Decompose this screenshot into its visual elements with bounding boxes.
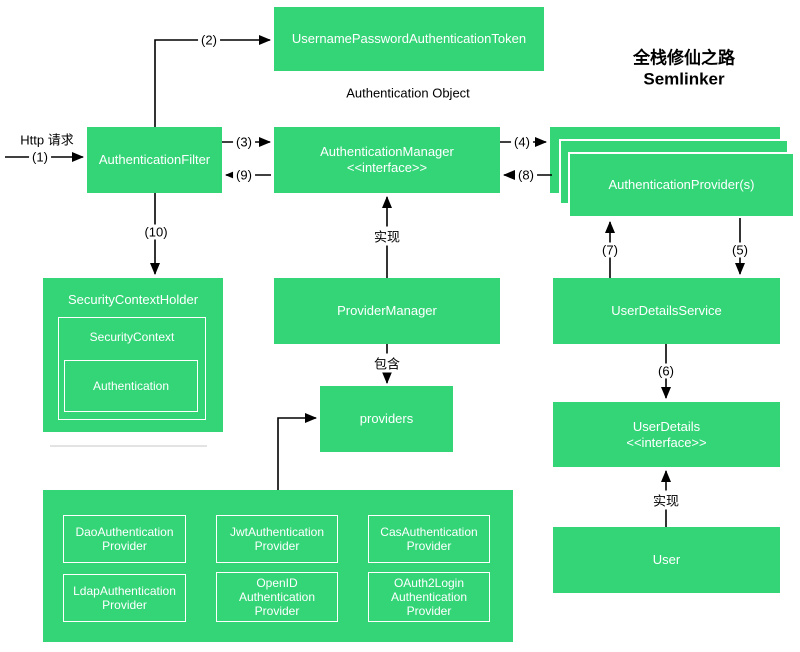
step-6-label: (6) [655, 363, 677, 379]
box-label: JwtAuthentication Provider [229, 525, 325, 553]
arrow-providers-elbow [277, 413, 317, 490]
box-label: ProviderManager [337, 303, 437, 318]
box-providers: providers [320, 386, 453, 452]
step-8-label: (8) [515, 167, 537, 183]
box-user: User [553, 527, 780, 593]
box-label: SecurityContextHolder [67, 292, 199, 307]
box-label: LdapAuthentication Provider [73, 584, 176, 612]
box-security-context-holder: SecurityContextHolder SecurityContext Au… [43, 278, 223, 432]
box-label: DaoAuthentication Provider [75, 525, 174, 553]
box-label: SecurityContext [89, 330, 175, 344]
box-label: OpenID Authentication Provider [238, 576, 316, 618]
box-label: AuthenticationProvider(s) [608, 177, 755, 192]
box-openid-authentication-provider: OpenID Authentication Provider [216, 572, 338, 622]
watermark-title: 全栈修仙之路 [633, 48, 735, 68]
box-authentication: Authentication [64, 360, 198, 412]
box-label: providers [359, 411, 414, 426]
box-oauth2-login-authentication-provider: OAuth2Login Authentication Provider [368, 572, 490, 622]
box-label-line1: UserDetails [632, 418, 701, 434]
contains-label: 包含 [370, 353, 404, 373]
box-username-password-authentication-token: UsernamePasswordAuthenticationToken [274, 7, 544, 71]
step-4-label: (4) [511, 134, 533, 150]
watermark-author: Semlinker [643, 69, 725, 89]
box-label: CasAuthentication Provider [380, 525, 478, 553]
implements-manager-label: 实现 [370, 226, 404, 246]
step-2-label: (2) [198, 32, 220, 48]
box-label: User [652, 552, 681, 567]
box-dao-authentication-provider: DaoAuthentication Provider [63, 515, 186, 563]
box-jwt-authentication-provider: JwtAuthentication Provider [216, 515, 338, 563]
box-label-line1: AuthenticationManager [320, 144, 454, 159]
box-ldap-authentication-provider: LdapAuthentication Provider [63, 574, 186, 622]
box-authentication-providers: AuthenticationProvider(s) [568, 152, 795, 218]
box-label: AuthenticationFilter [98, 152, 211, 167]
box-user-details: UserDetails <<interface>> [553, 402, 780, 467]
box-cas-authentication-provider: CasAuthentication Provider [368, 515, 490, 563]
step-7-label: (7) [599, 242, 621, 258]
http-request-label: Http 请求 [20, 132, 74, 148]
step-5-label: (5) [729, 242, 751, 258]
box-label: OAuth2Login Authentication Provider [390, 576, 468, 618]
authentication-object-label: Authentication Object [346, 85, 470, 101]
box-user-details-service: UserDetailsService [553, 278, 780, 344]
step-3-label: (3) [233, 134, 255, 150]
step-9-label: (9) [233, 167, 255, 183]
box-security-context: SecurityContext Authentication [58, 317, 206, 420]
box-reflection [50, 445, 207, 447]
box-label: UsernamePasswordAuthenticationToken [291, 31, 527, 46]
box-label-line2: <<interface>> [346, 160, 428, 175]
step-1-label: (1) [29, 149, 51, 165]
box-provider-implementations: DaoAuthentication Provider JwtAuthentica… [43, 490, 513, 642]
box-label-line2: <<interface>> [626, 434, 707, 450]
box-authentication-manager: AuthenticationManager <<interface>> [274, 127, 500, 193]
implements-user-label: 实现 [649, 490, 683, 510]
box-authentication-filter: AuthenticationFilter [87, 127, 222, 193]
step-10-label: (10) [141, 224, 171, 240]
box-label: UserDetailsService [611, 303, 722, 318]
box-label: Authentication [92, 379, 170, 393]
arrow-step2 [154, 35, 271, 127]
box-provider-manager: ProviderManager [274, 278, 500, 344]
